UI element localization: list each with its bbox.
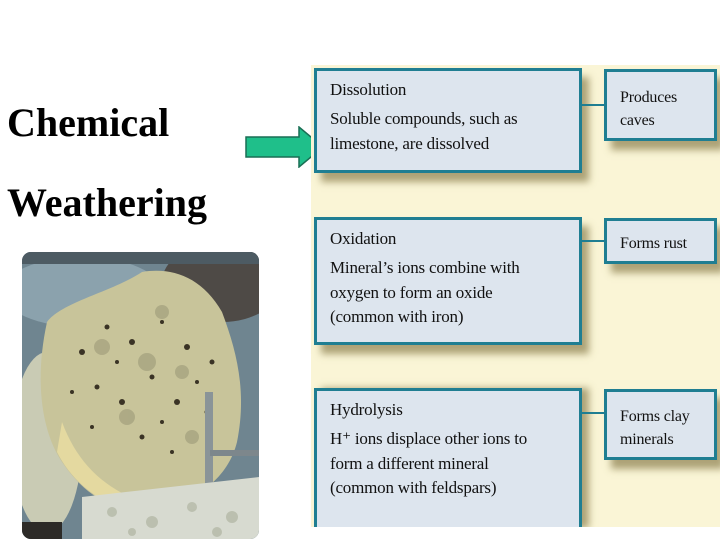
- process-title: Oxidation: [330, 229, 397, 248]
- result-box-forms-rust: Forms rust: [604, 218, 717, 264]
- process-title: Dissolution: [330, 80, 407, 99]
- process-title: Hydrolysis: [330, 400, 403, 419]
- result-box-produces-caves: Produces caves: [604, 69, 717, 141]
- result-line: Produces: [620, 89, 678, 106]
- slide-title-line-1: Chemical: [7, 100, 170, 145]
- slide-title-line-2: Weathering: [7, 180, 207, 225]
- process-description-line: Soluble compounds, such as: [330, 109, 518, 128]
- process-box-dissolution: Dissolution Soluble compounds, such as l…: [314, 68, 582, 173]
- result-line: caves: [620, 112, 655, 129]
- process-description-line: oxygen to form an oxide: [330, 282, 493, 302]
- result-box-forms-clay-minerals: Forms clay minerals: [604, 389, 717, 460]
- process-description-line: (common with feldspars): [330, 478, 497, 497]
- process-description-line: limestone, are dissolved: [330, 133, 490, 153]
- process-box-hydrolysis: Hydrolysis H⁺ ions displace other ions t…: [314, 388, 582, 528]
- connector-line: [582, 412, 604, 414]
- process-description-line: H⁺ ions displace other ions to: [330, 429, 528, 448]
- process-description-line: (common with iron): [330, 307, 464, 326]
- connector-line: [582, 240, 604, 242]
- limestone-rock-photo: [22, 252, 259, 539]
- process-description-line: form a different mineral: [330, 453, 489, 473]
- result-line: minerals: [620, 431, 674, 448]
- result-line: Forms rust: [620, 235, 687, 252]
- result-line: Forms clay: [620, 408, 690, 425]
- process-box-oxidation: Oxidation Mineral’s ions combine with ox…: [314, 217, 582, 345]
- slide-bottom-margin: [300, 527, 720, 540]
- process-description-line: Mineral’s ions combine with: [330, 258, 520, 277]
- connector-line: [582, 104, 604, 106]
